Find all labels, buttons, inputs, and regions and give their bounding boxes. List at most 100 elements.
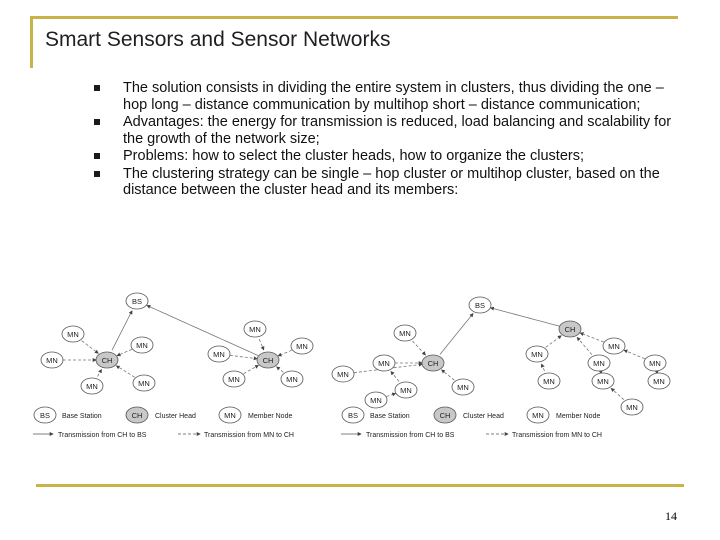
mn-node-label: MN [597,377,609,386]
legend-member-node: Member Node [556,413,600,420]
bullet-square-icon [94,85,100,91]
title-frame-left [30,16,33,68]
transmission-link [489,306,560,327]
transmission-link [390,371,400,382]
bs-node-label: BS [40,411,50,420]
mn-node [620,398,644,416]
mn-node [364,391,388,409]
legend-tx-mn-ch: Transmission from MN to CH [512,432,602,439]
bs-node-label: BS [475,301,485,310]
bs-node [125,292,149,310]
mn-node-label: MN [228,375,240,384]
mn-node [591,372,615,390]
transmission-link [439,313,474,355]
transmission-link [579,332,604,343]
bullet-text: Advantages: the energy for transmission … [123,114,672,147]
mn-node-label: MN [532,411,544,420]
mn-node-label: MN [378,359,390,368]
mn-node-label: MN [531,350,543,359]
bullet-text: Problems: how to select the cluster head… [123,148,585,164]
mn-node [602,337,626,355]
mn-node [537,372,561,390]
legend-tx-ch-bs: Transmission from CH to BS [366,432,455,439]
mn-node [243,320,267,338]
transmission-link [353,362,423,374]
page-number: 14 [665,509,677,523]
mn-node [587,354,611,372]
mn-node [218,406,242,424]
mn-node-label: MN [46,356,58,365]
mn-node [394,381,418,399]
transmission-link [610,387,625,400]
transmission-link [545,335,562,348]
mn-node [280,370,304,388]
bullet-item: The clustering strategy can be single – … [94,166,684,199]
page-title: Smart Sensors and Sensor Networks [45,28,391,51]
ch-node [421,354,445,372]
bs-node [341,406,365,424]
mn-node-label: MN [224,411,236,420]
mn-node-label: MN [649,359,661,368]
mn-node [525,345,549,363]
transmission-link [276,366,284,373]
mn-node-label: MN [286,375,298,384]
bullet-square-icon [94,119,100,125]
bullet-item: The solution consists in dividing the en… [94,80,684,113]
mn-node-label: MN [608,342,620,351]
transmission-link [386,392,397,397]
mn-node [643,354,667,372]
mn-node-label: MN [593,359,605,368]
bullet-list: The solution consists in dividing the en… [94,80,684,200]
transmission-link [441,369,455,381]
mn-node [130,336,154,354]
transmission-link [229,354,258,361]
mn-node-label: MN [296,342,308,351]
mn-node-label: MN [249,325,261,334]
bs-node [33,406,57,424]
transmission-link [576,336,593,355]
mn-node-label: MN [86,382,98,391]
ch-node-label: CH [440,411,451,420]
ch-node-label: CH [132,411,143,420]
mn-node [451,378,475,396]
mn-node-label: MN [337,370,349,379]
mn-node [290,337,314,355]
transmission-link [115,365,135,378]
transmission-link [146,305,259,356]
transmission-link [258,338,265,351]
mn-node [393,324,417,342]
title-frame-top [30,16,678,19]
ch-node [558,320,582,338]
bs-node-label: BS [348,411,358,420]
bs-node-label: BS [132,297,142,306]
bottom-rule [36,484,684,487]
mn-node [40,351,64,369]
mn-node-label: MN [213,350,225,359]
ch-node [433,406,457,424]
mn-node [331,365,355,383]
mn-node [80,377,104,395]
mn-node-label: MN [138,379,150,388]
transmission-link [243,365,259,374]
mn-node [61,325,85,343]
transmission-link [111,310,133,351]
mn-node-label: MN [626,403,638,412]
mn-node [207,345,231,363]
ch-node [95,351,119,369]
mn-node [372,354,396,372]
mn-node-label: MN [543,377,555,386]
ch-node [125,406,149,424]
bullet-item: Problems: how to select the cluster head… [94,148,684,165]
transmission-link [277,349,292,357]
transmission-link [540,363,545,372]
mn-node-label: MN [67,330,79,339]
transmission-link [412,340,426,356]
ch-node-label: CH [565,325,576,334]
transmission-link [623,349,645,360]
bullet-text: The clustering strategy can be single – … [123,165,660,199]
transmission-link [97,368,102,377]
legend-cluster-head: Cluster Head [155,413,196,420]
ch-node-label: CH [102,356,113,365]
mn-node [132,374,156,392]
legend-tx-mn-ch: Transmission from MN to CH [204,432,294,439]
